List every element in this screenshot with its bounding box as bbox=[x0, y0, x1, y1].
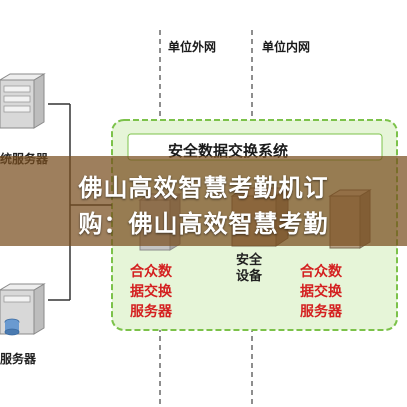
exchange-right-line-1: 合众数 bbox=[300, 264, 342, 280]
banner-title-line-2: 购：佛山高效智慧考勤 bbox=[78, 210, 329, 238]
server-bottom-icon bbox=[0, 283, 46, 336]
exchange-left-line-3: 服务器 bbox=[130, 304, 172, 320]
zone-label-outer-network: 单位外网 bbox=[168, 40, 217, 54]
server-top-icon bbox=[0, 73, 46, 129]
banner-title-line-1: 佛山高效智慧考勤机订 bbox=[78, 174, 329, 202]
exchange-left-line-1: 合众数 bbox=[130, 264, 172, 280]
exchange-server-left-label: 合众数 据交换 服务器 bbox=[130, 262, 172, 322]
zone-label-inner-network: 单位内网 bbox=[262, 40, 311, 54]
exchange-left-line-2: 据交换 bbox=[130, 284, 172, 300]
security-device-label: 安全 设备 bbox=[236, 253, 262, 285]
server-bottom-label: 服务器 bbox=[0, 352, 37, 366]
exchange-right-line-3: 服务器 bbox=[300, 304, 342, 320]
exchange-server-right-label: 合众数 据交换 服务器 bbox=[300, 262, 342, 322]
device-label-line-1: 安全 bbox=[236, 253, 263, 268]
exchange-right-line-2: 据交换 bbox=[300, 284, 342, 300]
system-title: 安全数据交换系统 bbox=[168, 142, 289, 160]
device-label-line-2: 设备 bbox=[236, 269, 263, 284]
overlay-banner: 佛山高效智慧考勤机订 购：佛山高效智慧考勤 bbox=[0, 156, 407, 246]
